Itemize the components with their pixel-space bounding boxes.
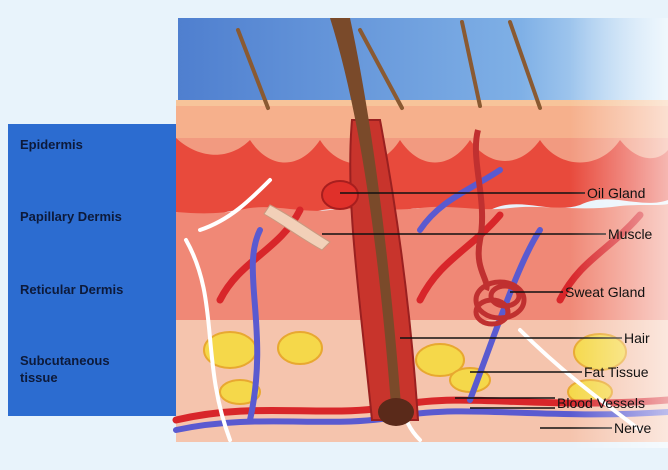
callout-nerve: Nerve	[614, 420, 651, 436]
callout-muscle: Muscle	[608, 226, 652, 242]
label-papillary-dermis: Papillary Dermis	[20, 208, 122, 225]
callout-sweat-gland: Sweat Gland	[565, 284, 645, 300]
callout-oil-gland: Oil Gland	[587, 185, 645, 201]
callout-blood-vessels: Blood Vessels	[557, 395, 645, 411]
label-reticular-dermis: Reticular Dermis	[20, 281, 123, 298]
callout-hair: Hair	[624, 330, 650, 346]
label-subcutaneous-tissue: Subcutaneous tissue	[20, 352, 110, 386]
right-fade	[176, 18, 668, 448]
callout-fat-tissue: Fat Tissue	[584, 364, 649, 380]
label-epidermis: Epidermis	[20, 136, 83, 153]
